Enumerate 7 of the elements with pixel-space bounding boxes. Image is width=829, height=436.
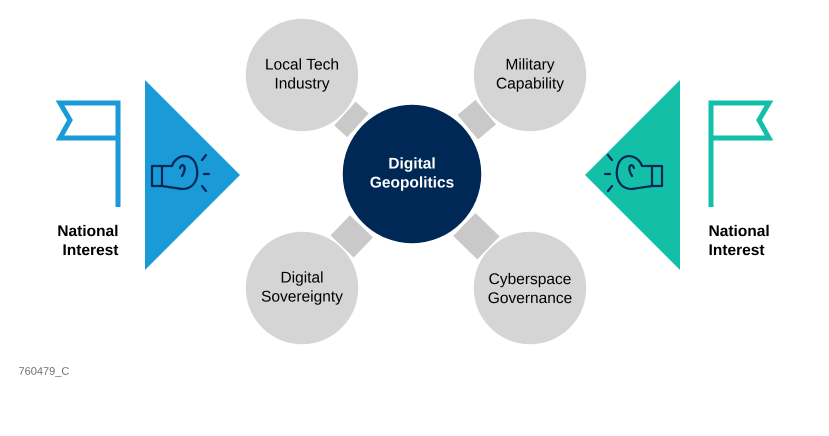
connector-band (457, 100, 496, 140)
connector-band (330, 215, 373, 258)
national-interest-label: National Interest (710, 224, 769, 256)
figure-id: 760479_C (19, 367, 69, 377)
national-interest-label: National Interest (58, 224, 118, 256)
connector-band (334, 102, 369, 138)
connector-band (453, 213, 500, 260)
